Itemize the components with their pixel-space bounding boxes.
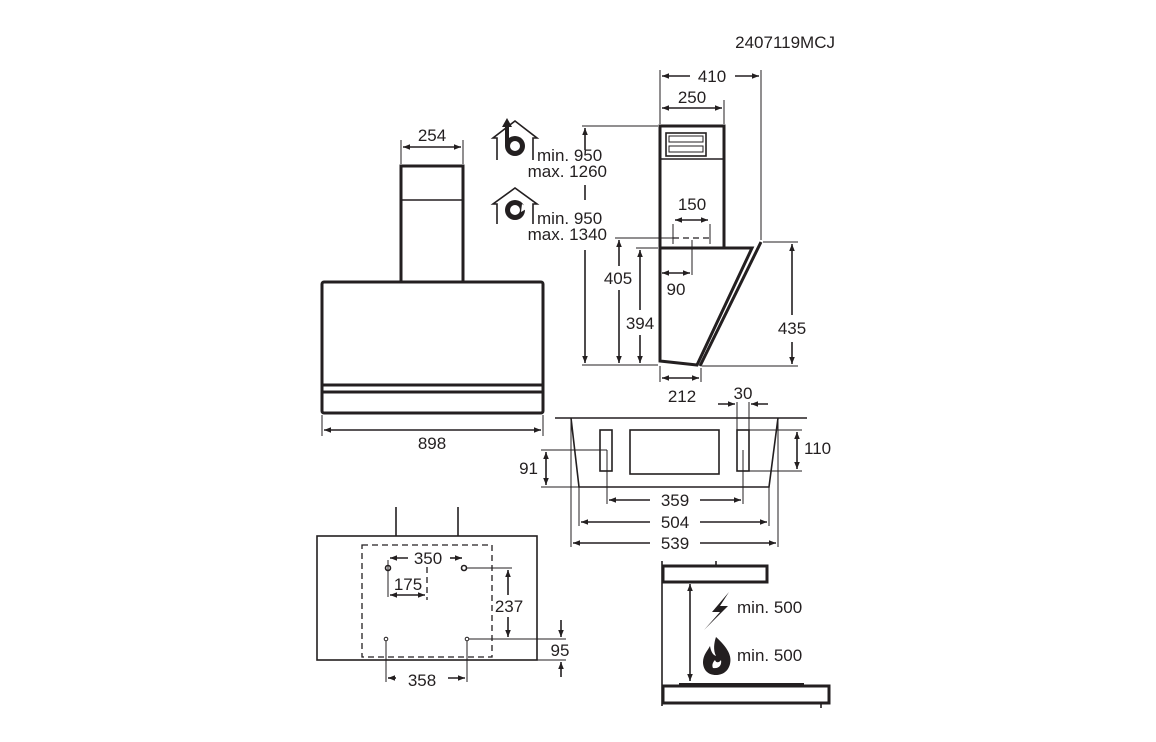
dim-overall-depth: 410: [698, 67, 726, 86]
dim-chimney-depth: 250: [678, 88, 706, 107]
dim-body-height: 394: [626, 314, 654, 333]
dim-chimney-width: 254: [418, 126, 446, 145]
extraction-min: min. 950: [537, 146, 602, 165]
center-panel: [629, 429, 720, 475]
dim-slot-spacing: 359: [661, 491, 689, 510]
dim-outlet-width: 150: [678, 195, 706, 214]
hood-plate: [661, 564, 769, 584]
gas-clearance: min. 500: [737, 646, 802, 665]
dim-bottom-depth: 212: [668, 387, 696, 406]
dim-slot-height: 110: [804, 439, 831, 458]
dim-half-spacing: 175: [394, 575, 422, 594]
dim-outer-width: 539: [661, 534, 689, 553]
dim-outlet-offset: 90: [667, 280, 686, 299]
flame-icon: [703, 637, 731, 675]
dim-slot-width: 30: [734, 384, 753, 403]
recirculation-min: min. 950: [537, 209, 602, 228]
mounting-template: 350 175 237 95 358: [316, 507, 570, 690]
electric-clearance: min. 500: [737, 598, 802, 617]
recirculation-max: max. 1340: [528, 225, 607, 244]
house-extraction-fan-icon: [490, 118, 540, 160]
lightning-icon: [704, 592, 729, 630]
house-recirculation-fan-icon: [490, 187, 540, 224]
clearance-diagram: min. 500 min. 500: [661, 561, 831, 708]
dim-lower-holes: 358: [408, 671, 436, 690]
side-view: 410 250 150 90 405 394 435 212: [582, 67, 806, 406]
side-chimney: [658, 124, 726, 250]
dim-vertical-spacing: 237: [495, 597, 523, 616]
dim-inner-width: 504: [661, 513, 689, 532]
glass-panel: [698, 241, 763, 367]
dim-slot-offset: 91: [519, 459, 538, 478]
front-view: 254 898: [320, 126, 545, 453]
hob: [661, 684, 831, 705]
bottom-view: 30 110 91 359 504 539: [519, 384, 831, 553]
extraction-max: max. 1260: [528, 162, 607, 181]
drawing-code: 2407119MCJ: [735, 33, 835, 52]
dim-height-to-outlet: 405: [604, 269, 632, 288]
hood-body: [320, 280, 545, 415]
side-body: [658, 246, 755, 367]
dim-upper-holes: 350: [414, 549, 442, 568]
dim-bottom-offset: 95: [551, 641, 570, 660]
chimney: [399, 164, 465, 284]
dim-glass-height: 435: [778, 319, 806, 338]
dim-hood-width: 898: [418, 434, 446, 453]
